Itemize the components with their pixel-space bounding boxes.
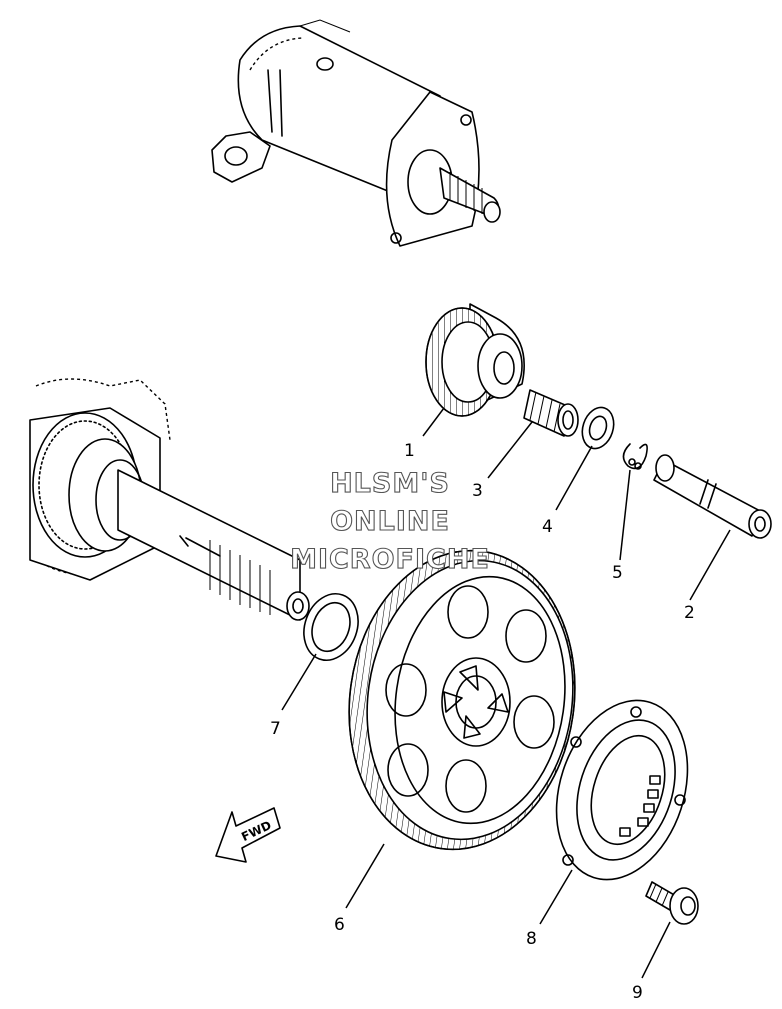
washer-icon (581, 406, 615, 450)
starter-wheel-gear-icon (348, 549, 576, 851)
callout-5: 5 (612, 563, 623, 583)
starter-motor-icon (211, 19, 501, 247)
idler-gear-icon (425, 303, 525, 417)
circlip-icon (622, 443, 648, 470)
callout-3: 3 (472, 481, 483, 501)
one-way-clutch-icon (555, 699, 689, 881)
callout-4: 4 (542, 517, 553, 537)
watermark: HLSM'S ONLINE MICROFICHE (290, 467, 490, 575)
callout-8: 8 (526, 929, 537, 949)
watermark-line-3: MICROFICHE (290, 544, 490, 575)
forward-arrow-icon: FWD (215, 807, 281, 863)
callout-labels: 1 2 3 4 5 6 7 8 9 (270, 441, 695, 1003)
callout-1: 1 (404, 441, 415, 461)
callout-6: 6 (334, 915, 345, 935)
callout-2: 2 (684, 603, 695, 623)
callout-9: 9 (632, 983, 643, 1003)
washer-icon (303, 593, 359, 661)
crankshaft-icon (29, 378, 310, 621)
shaft-icon (653, 454, 772, 539)
watermark-line-2: ONLINE (330, 506, 450, 537)
watermark-line-1: HLSM'S (330, 468, 450, 499)
bolt-icon (645, 881, 699, 925)
leader-lines (281, 407, 731, 979)
needle-bearing-icon (523, 389, 579, 437)
callout-7: 7 (270, 719, 281, 739)
